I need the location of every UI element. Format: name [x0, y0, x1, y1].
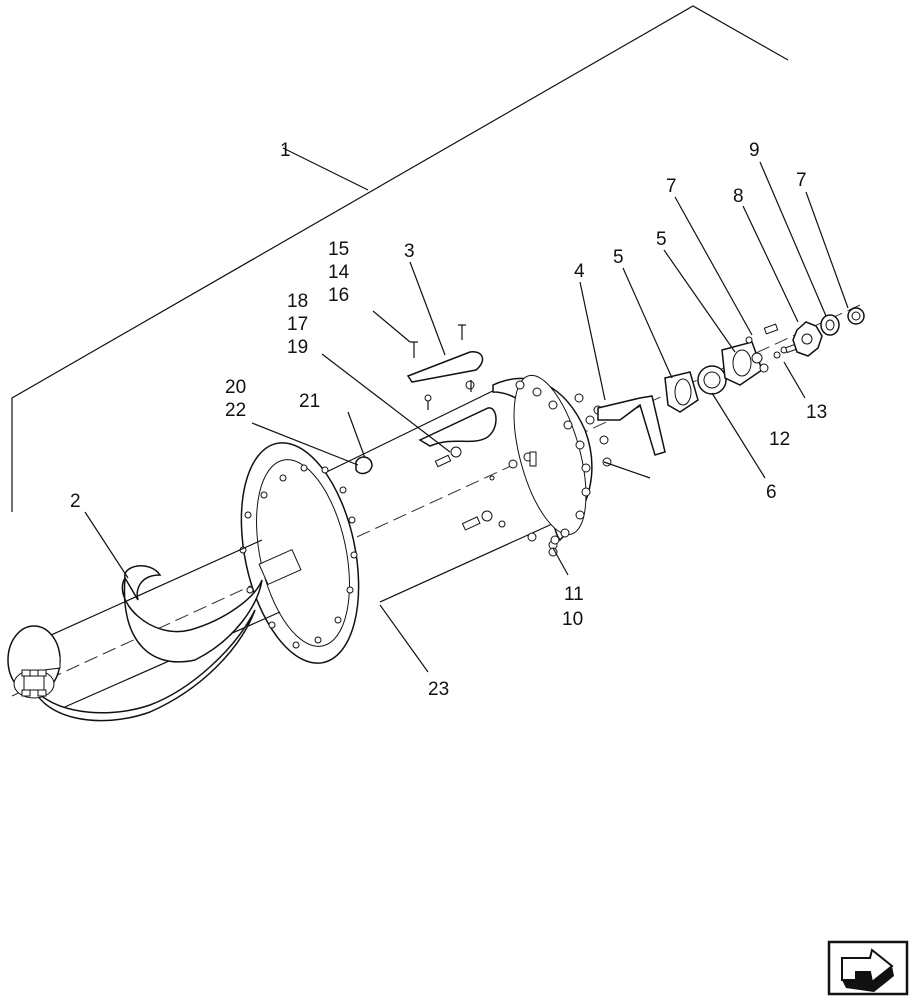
bearing-bolts — [745, 323, 798, 359]
sprocket-hub — [792, 321, 823, 357]
bracket — [597, 395, 666, 456]
callout-13: 13 — [806, 402, 827, 423]
cover-plate — [406, 324, 497, 447]
callout-16: 16 — [328, 285, 349, 306]
callout-6: 6 — [766, 482, 777, 503]
callout-7-right: 7 — [796, 170, 807, 191]
washer — [820, 314, 840, 336]
snap-ring — [847, 307, 865, 325]
callout-9: 9 — [749, 140, 760, 161]
bearing-flange-right — [721, 341, 769, 386]
next-page-arrow-icon[interactable] — [827, 940, 909, 996]
callout-19: 19 — [287, 337, 308, 358]
flange-bolt-ring — [239, 464, 358, 649]
callout-15: 15 — [328, 239, 349, 260]
callout-21: 21 — [299, 391, 320, 412]
callout-12: 12 — [769, 429, 790, 450]
auger-flighting — [7, 539, 302, 722]
callout-1: 1 — [280, 140, 291, 161]
assembly-bracket — [11, 5, 789, 512]
callout-7-left: 7 — [666, 176, 677, 197]
callout-17: 17 — [287, 314, 308, 335]
callout-2: 2 — [70, 491, 81, 512]
callout-22: 22 — [225, 400, 246, 421]
callout-10: 10 — [562, 609, 583, 630]
callout-14: 14 — [328, 262, 350, 283]
center-axis — [11, 304, 861, 697]
callout-labels: 1 2 3 4 5 5 6 7 7 8 9 10 11 12 13 14 15 … — [70, 140, 827, 700]
clip — [355, 456, 373, 475]
callout-18: 18 — [287, 291, 308, 312]
callout-11: 11 — [564, 584, 584, 605]
hardware-bolts — [434, 393, 651, 557]
callout-5-right: 5 — [656, 229, 667, 250]
callout-5-left: 5 — [613, 247, 624, 268]
rear-flange — [492, 374, 593, 550]
callout-4: 4 — [574, 261, 585, 282]
callout-3: 3 — [404, 241, 415, 262]
callout-20: 20 — [225, 377, 246, 398]
auger-tube — [239, 384, 573, 664]
bearing-flange-left — [664, 371, 699, 413]
bearing — [697, 365, 727, 395]
leader-lines — [84, 161, 849, 673]
callout-23: 23 — [428, 679, 449, 700]
callout-8: 8 — [733, 186, 744, 207]
